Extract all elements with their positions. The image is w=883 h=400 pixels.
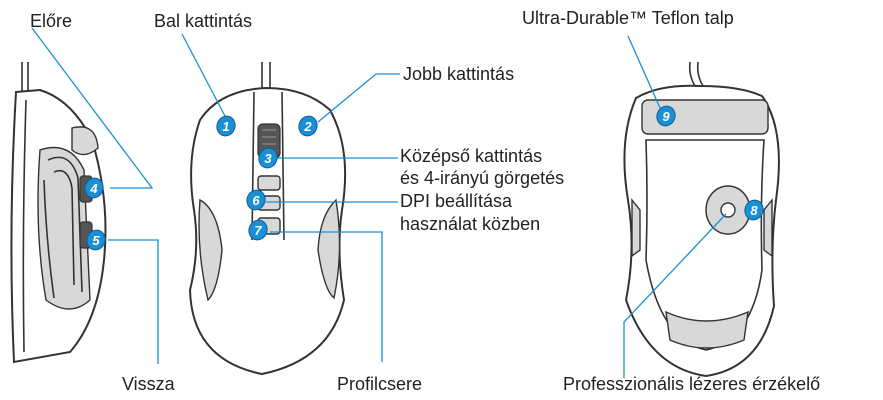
badge-1: 1 [216,115,236,137]
text-labels: Előre Bal kattintás Jobb kattintás Közép… [30,8,820,394]
badge-2: 2 [298,115,318,137]
label-bal-kattintas: Bal kattintás [154,11,252,31]
label-dpi-2: használat közben [400,214,540,234]
number-badges: 1 2 3 4 5 6 7 8 [84,105,764,251]
top-right-grip [317,198,341,300]
svg-text:4: 4 [89,181,98,196]
svg-text:1: 1 [222,119,229,134]
svg-text:8: 8 [750,203,758,218]
svg-text:9: 9 [662,109,670,124]
foot-left [631,198,641,258]
svg-text:2: 2 [303,119,312,134]
side-groove-1 [47,156,83,293]
line-bal-kattintas [181,33,227,119]
label-vissza: Vissza [122,374,176,394]
badge-4: 4 [84,177,104,199]
svg-text:3: 3 [264,151,272,166]
foot-right [763,198,773,258]
side-edge [22,99,27,353]
bottom-body [623,84,780,378]
side-view-mouse [10,62,107,364]
badge-9: 9 [656,105,676,127]
label-jobb-kattintas: Jobb kattintás [403,64,514,84]
scroll-wheel-ridges [262,129,276,152]
line-teflon [627,35,661,109]
dpi-button-up [257,175,281,191]
leader-lines [31,27,727,378]
side-cable [21,62,29,92]
badge-8: 8 [744,199,764,221]
label-kozepso-2: és 4-irányú görgetés [400,168,564,188]
side-scroll-bump [71,126,99,156]
svg-text:5: 5 [92,233,100,248]
label-profilcsere: Profilcsere [337,374,422,394]
side-groove-3 [43,179,55,299]
badge-6: 6 [246,189,266,211]
badge-5: 5 [86,229,106,251]
line-lezeres [623,213,727,378]
line-jobb-kattintas [317,73,400,123]
svg-text:7: 7 [254,223,262,238]
label-elore: Előre [30,11,72,31]
laser-sensor-lens [720,202,736,218]
top-button-split [251,91,285,241]
line-profilcsere [270,231,383,362]
label-kozepso-1: Középső kattintás [400,146,542,166]
teflon-pad-top [641,99,769,135]
line-elore [31,27,154,189]
top-left-grip [198,198,223,302]
top-cable [261,62,271,90]
badge-3: 3 [258,147,278,169]
side-groove-2 [53,169,75,286]
teflon-pad-bottom [665,310,749,349]
svg-text:6: 6 [252,193,260,208]
label-lezeres: Professzionális lézeres érzékelő [563,374,820,394]
top-view-mouse [188,62,347,376]
bottom-view-mouse [623,61,780,378]
badge-7: 7 [248,219,268,241]
label-teflon: Ultra-Durable™ Teflon talp [522,8,734,28]
label-dpi-1: DPI beállítása [400,191,513,211]
line-vissza [108,239,159,364]
